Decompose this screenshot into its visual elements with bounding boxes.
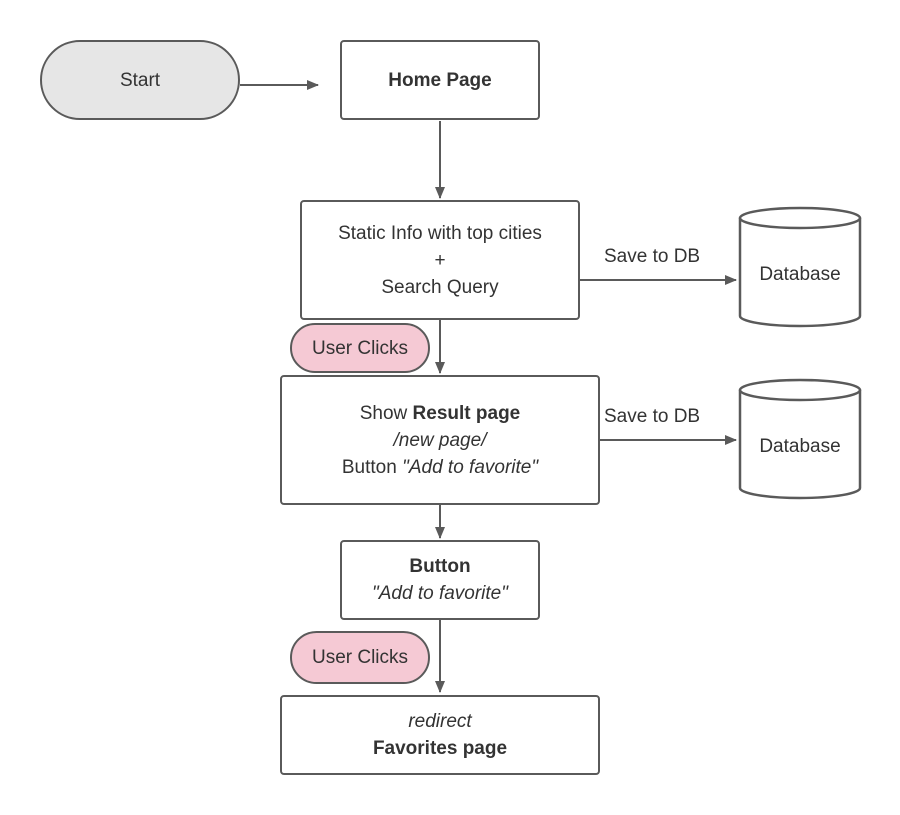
favorites-page-node: redirect Favorites page <box>280 695 600 775</box>
button-node-title: Button <box>409 556 471 577</box>
start-node: Start <box>40 40 240 120</box>
result-line1: Show Result page <box>360 400 521 427</box>
result-line3: Button "Add to favorite" <box>342 454 538 481</box>
save-to-db-label-1: Save to DB <box>604 246 701 267</box>
database-label-2: Database <box>759 436 841 457</box>
user-clicks-node-1: User Clicks <box>290 323 430 373</box>
save-to-db-label-2: Save to DB <box>604 406 701 427</box>
favorites-line2: Favorites page <box>372 738 508 759</box>
database-cylinder-1 <box>738 206 862 328</box>
button-node: Button "Add to favorite" <box>340 540 540 620</box>
static-info-line3: Search Query <box>381 276 499 298</box>
user-clicks-label-1: User Clicks <box>311 337 409 359</box>
result-line3-prefix: Button <box>341 456 403 478</box>
result-page-node: Show Result page /new page/ Button "Add … <box>280 375 600 505</box>
result-bold: Result page <box>412 402 521 424</box>
user-clicks-label-2: User Clicks <box>311 647 409 668</box>
static-info-plus: + <box>434 249 446 271</box>
database-label-1: Database <box>759 264 841 285</box>
result-prefix: Show <box>359 402 413 424</box>
result-line3-italic: "Add to favorite" <box>402 456 539 478</box>
static-info-node: Static Info with top cities + Search Que… <box>300 200 580 320</box>
user-clicks-node-2: User Clicks <box>290 631 430 684</box>
static-info-line1: Static Info with top cities <box>338 222 542 244</box>
home-page-node: Home Page <box>340 40 540 120</box>
button-node-subtitle: "Add to favorite" <box>371 583 508 604</box>
favorites-line1: redirect <box>408 711 472 732</box>
home-page-label: Home Page <box>388 69 492 91</box>
database-cylinder-2 <box>738 378 862 500</box>
start-label: Start <box>119 69 161 91</box>
result-line2: /new page/ <box>393 429 487 451</box>
